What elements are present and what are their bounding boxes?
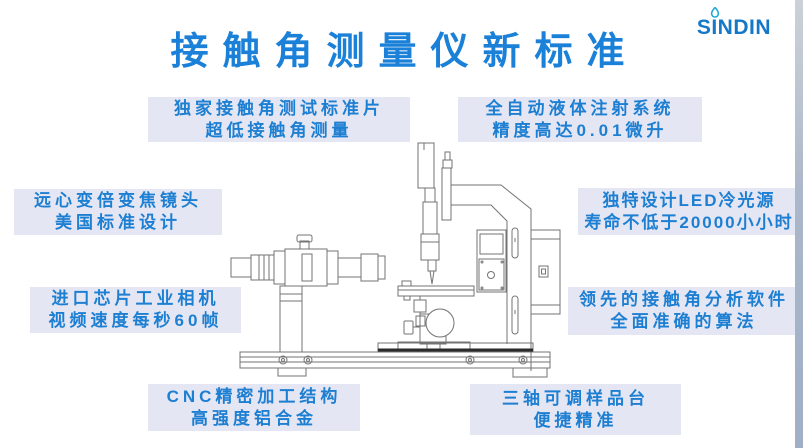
callout-line: 独特设计LED冷光源 [602, 190, 776, 210]
callout-line: 远心变倍变焦镜头 [34, 191, 202, 210]
callout-line: 精度高达0.01微升 [492, 120, 668, 140]
callout-standard-plate: 独家接触角测试标准片 超低接触角测量 [148, 97, 410, 142]
page-title: 接触角测量仪新标准 [170, 31, 639, 73]
callout-line: 全自动液体注射系统 [485, 98, 675, 118]
callout-zoom-lens: 远心变倍变焦镜头 美国标准设计 [14, 189, 222, 235]
callout-line: 寿命不低于20000小小时 [584, 212, 794, 232]
callout-led-light-source: 独特设计LED冷光源 寿命不低于20000小小时 [578, 188, 800, 235]
callout-line: 高强度铝合金 [191, 408, 317, 428]
water-droplet-icon [710, 7, 720, 18]
callout-line: 超低接触角测量 [205, 120, 353, 140]
callout-line: 领先的接触角分析软件 [579, 290, 789, 309]
callout-injection-system: 全自动液体注射系统 精度高达0.01微升 [458, 97, 702, 142]
base-rail [239, 342, 551, 378]
callout-line: 进口芯片工业相机 [51, 289, 220, 308]
instrument-drawing-svg [230, 142, 561, 378]
callout-line: 三轴可调样品台 [502, 388, 649, 408]
callout-line: 视频速度每秒60帧 [48, 311, 223, 330]
sample-stage-drawing [397, 280, 475, 350]
callout-sample-stage: 三轴可调样品台 便捷精准 [470, 384, 681, 435]
callout-line: 美国标准设计 [55, 213, 181, 232]
callout-line: 全面准确的算法 [610, 312, 758, 331]
right-edge-strip [795, 0, 803, 448]
callout-industrial-camera: 进口芯片工业相机 视频速度每秒60帧 [30, 287, 241, 333]
callout-line: CNC精密加工结构 [166, 386, 342, 406]
c-frame-stand [450, 184, 561, 371]
callout-cnc-structure: CNC精密加工结构 高强度铝合金 [148, 384, 360, 431]
camera-lens-assembly [230, 234, 386, 353]
callout-line: 便捷精准 [533, 410, 618, 430]
callout-analysis-software: 领先的接触角分析软件 全面准确的算法 [568, 287, 800, 335]
sindin-logo: SINDIN [696, 7, 771, 40]
callout-line: 独家接触角测试标准片 [174, 98, 384, 118]
instrument-drawing [228, 138, 576, 386]
logo-text: SINDIN [696, 16, 771, 39]
syringe-unit [417, 142, 453, 285]
